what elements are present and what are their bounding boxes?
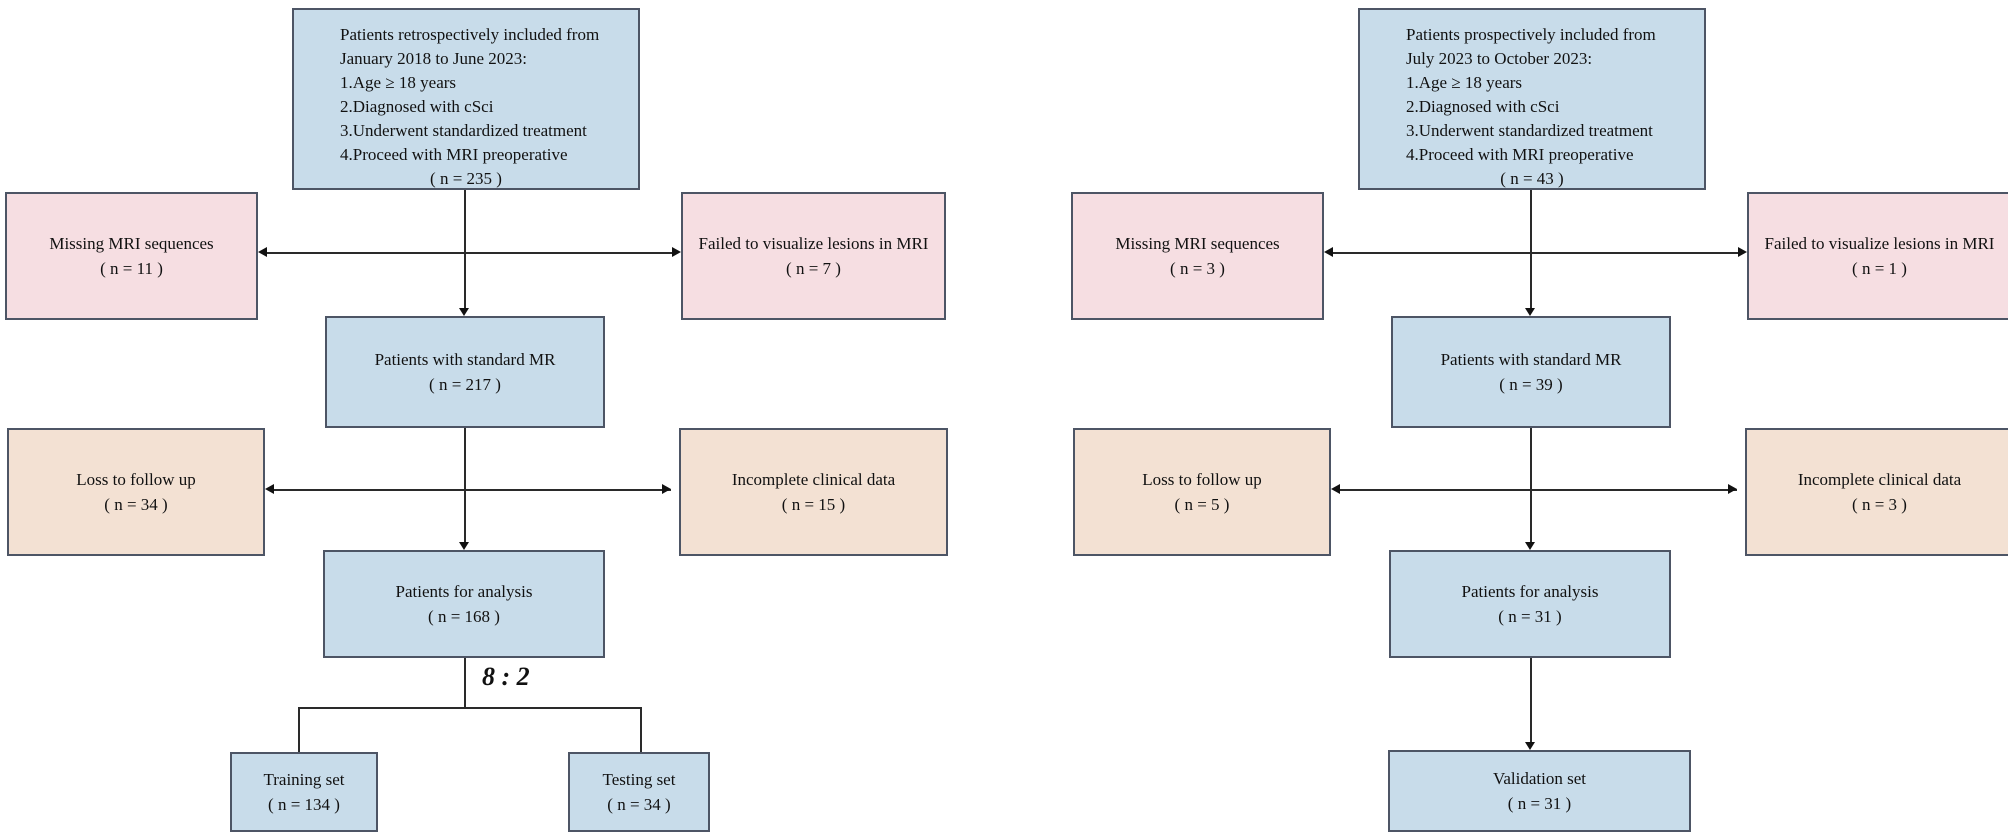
box-label: Loss to follow up <box>1142 470 1262 489</box>
sample-size: ( n = 134 ) <box>268 795 340 814</box>
inclusion-criteria-text: Patients prospectively included from Jul… <box>1360 10 1704 167</box>
connector-exclusion-row-1 <box>1333 252 1739 254</box>
sample-size: ( n = 3 ) <box>1170 259 1225 278</box>
sample-size: ( n = 235 ) <box>430 169 502 188</box>
analysis-box: Patients for analysis ( n = 31 ) <box>1389 550 1671 658</box>
missing-mri-box: Missing MRI sequences ( n = 11 ) <box>5 192 258 320</box>
criteria-line: 1.Age ≥ 18 years <box>340 73 457 92</box>
analysis-box: Patients for analysis ( n = 168 ) <box>323 550 605 658</box>
split-ratio-label: 8 : 2 <box>482 662 530 691</box>
split-bar-line <box>299 707 641 709</box>
sample-size: ( n = 39 ) <box>1499 375 1563 394</box>
incomplete-data-box: Incomplete clinical data ( n = 15 ) <box>679 428 948 556</box>
sample-size: ( n = 31 ) <box>1498 607 1562 626</box>
box-label: Incomplete clinical data <box>731 470 896 489</box>
split-stem-line <box>464 658 466 708</box>
box-label: Missing MRI sequences <box>49 234 214 253</box>
criteria-line: 4.Proceed with MRI preoperative <box>340 145 568 164</box>
box-label: Patients for analysis <box>1461 582 1599 601</box>
standard-mr-box: Patients with standard MR ( n = 39 ) <box>1391 316 1671 428</box>
sample-size: ( n = 3 ) <box>1852 495 1907 514</box>
sample-size: ( n = 31 ) <box>1507 794 1572 813</box>
criteria-line: July 2023 to October 2023: <box>1406 49 1593 68</box>
arrowhead-left-icon <box>265 484 274 494</box>
criteria-line: Patients prospectively included from <box>1406 25 1656 44</box>
box-label: Patients with standard MR <box>374 350 556 369</box>
arrowhead-left-icon <box>1331 484 1340 494</box>
sample-size: ( n = 7 ) <box>786 259 841 278</box>
failed-visualize-box: Failed to visualize lesions in MRI ( n =… <box>1747 192 2008 320</box>
sample-size: ( n = 34 ) <box>104 495 168 514</box>
criteria-line: 2.Diagnosed with cSci <box>340 97 494 116</box>
arrowhead-down-icon <box>459 308 469 316</box>
box-label: Training set <box>263 770 345 789</box>
sample-size: ( n = 15 ) <box>781 495 846 514</box>
flow-prospective: Patients prospectively included from Jul… <box>1066 0 2008 837</box>
loss-followup-box: Loss to follow up ( n = 34 ) <box>7 428 265 556</box>
split-drop-training <box>298 707 300 752</box>
connector-exclusion-row-2 <box>274 489 671 491</box>
testing-set-box: Testing set ( n = 34 ) <box>568 752 710 832</box>
criteria-line: 4.Proceed with MRI preoperative <box>1406 145 1634 164</box>
sample-size: ( n = 168 ) <box>428 607 500 626</box>
flow-retrospective: Patients retrospectively included from J… <box>0 0 950 837</box>
training-set-box: Training set ( n = 134 ) <box>230 752 378 832</box>
arrowhead-left-icon <box>258 247 267 257</box>
connector-analysis-to-validation <box>1530 658 1532 743</box>
sample-size: ( n = 217 ) <box>429 375 501 394</box>
sample-size: ( n = 34 ) <box>607 795 671 814</box>
connector-top-to-standard <box>1530 190 1532 310</box>
criteria-line: January 2018 to June 2023: <box>340 49 527 68</box>
sample-size: ( n = 1 ) <box>1852 259 1907 278</box>
criteria-line: 3.Underwent standardized treatment <box>340 121 587 140</box>
loss-followup-box: Loss to follow up ( n = 5 ) <box>1073 428 1331 556</box>
box-label: Loss to follow up <box>76 470 196 489</box>
box-label: Patients with standard MR <box>1440 350 1622 369</box>
sample-size: ( n = 11 ) <box>100 259 163 278</box>
failed-visualize-box: Failed to visualize lesions in MRI ( n =… <box>681 192 946 320</box>
arrowhead-left-icon <box>1324 247 1333 257</box>
sample-size: ( n = 5 ) <box>1174 495 1230 514</box>
inclusion-criteria-box: Patients prospectively included from Jul… <box>1358 8 1706 190</box>
missing-mri-box: Missing MRI sequences ( n = 3 ) <box>1071 192 1324 320</box>
box-label: Incomplete clinical data <box>1797 470 1962 489</box>
box-label: Failed to visualize lesions in MRI <box>698 234 929 253</box>
incomplete-data-box: Incomplete clinical data ( n = 3 ) <box>1745 428 2008 556</box>
box-label: Testing set <box>602 770 676 789</box>
box-label: Patients for analysis <box>395 582 533 601</box>
connector-top-to-standard <box>464 190 466 310</box>
criteria-line: 1.Age ≥ 18 years <box>1406 73 1523 92</box>
arrowhead-down-icon <box>1525 308 1535 316</box>
arrowhead-right-icon <box>1738 247 1747 257</box>
arrowhead-down-icon <box>1525 742 1535 750</box>
connector-standard-to-analysis <box>464 428 466 543</box>
arrowhead-down-icon <box>459 542 469 550</box>
criteria-line: 3.Underwent standardized treatment <box>1406 121 1653 140</box>
arrowhead-right-icon <box>662 484 671 494</box>
box-label: Validation set <box>1492 769 1586 788</box>
sample-size: ( n = 43 ) <box>1500 169 1564 188</box>
arrowhead-right-icon <box>1728 484 1737 494</box>
split-drop-testing <box>640 707 642 752</box>
criteria-line: 2.Diagnosed with cSci <box>1406 97 1560 116</box>
inclusion-criteria-box: Patients retrospectively included from J… <box>292 8 640 190</box>
box-label: Failed to visualize lesions in MRI <box>1764 234 1995 253</box>
arrowhead-right-icon <box>672 247 681 257</box>
box-label: Missing MRI sequences <box>1115 234 1280 253</box>
standard-mr-box: Patients with standard MR ( n = 217 ) <box>325 316 605 428</box>
connector-exclusion-row-2 <box>1340 489 1737 491</box>
connector-exclusion-row-1 <box>267 252 673 254</box>
connector-standard-to-analysis <box>1530 428 1532 543</box>
validation-set-box: Validation set ( n = 31 ) <box>1388 750 1691 832</box>
criteria-line: Patients retrospectively included from <box>340 25 600 44</box>
arrowhead-down-icon <box>1525 542 1535 550</box>
inclusion-criteria-text: Patients retrospectively included from J… <box>294 10 638 167</box>
